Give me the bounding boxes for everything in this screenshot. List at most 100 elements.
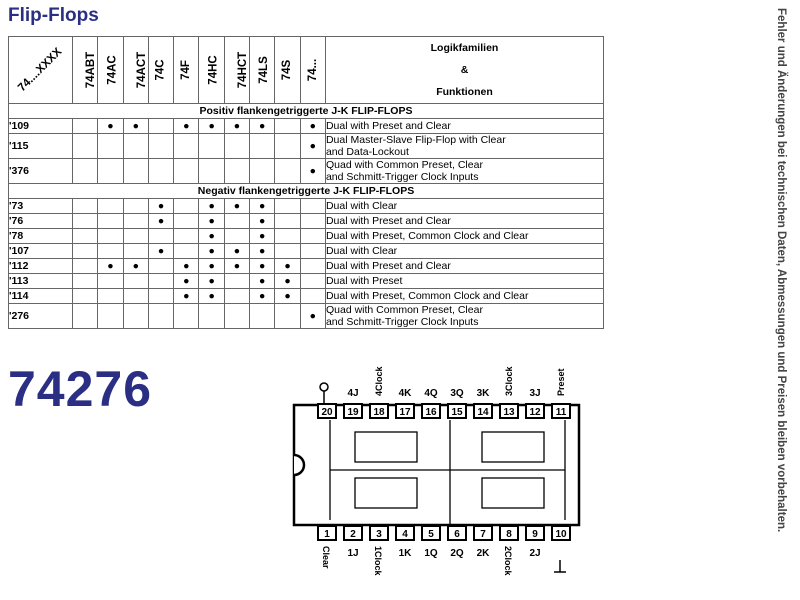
pin-label: 3K <box>477 388 491 399</box>
empty-cell <box>147 288 175 304</box>
family-header: 74C <box>147 36 175 104</box>
function-line: Dual with Preset and Clear <box>325 215 451 227</box>
availability-dot: ● <box>198 258 225 274</box>
function-cell: Dual with Clear <box>324 198 605 214</box>
availability-dot: ● <box>223 243 251 259</box>
empty-cell <box>173 158 200 184</box>
empty-cell <box>71 228 99 244</box>
side-note-text: Fehler und Änderungen bei technischen Da… <box>775 8 787 533</box>
side-note: Fehler und Änderungen bei technischen Da… <box>775 8 795 594</box>
empty-cell <box>97 303 124 329</box>
availability-dot: ● <box>223 118 251 134</box>
function-line: and Data-Lockout <box>325 146 409 158</box>
empty-cell <box>274 118 301 134</box>
empty-cell <box>147 158 175 184</box>
function-header-line: & <box>460 64 469 76</box>
empty-cell <box>122 303 149 329</box>
empty-cell <box>71 258 99 274</box>
empty-cell <box>249 303 276 329</box>
empty-cell <box>223 213 251 229</box>
empty-cell <box>97 243 124 259</box>
availability-dot: ● <box>299 158 326 184</box>
pin-label: Clear <box>321 546 331 569</box>
type-code: '76 <box>8 213 73 229</box>
function-line: Quad with Common Preset, Clear <box>325 304 483 316</box>
empty-cell <box>97 198 124 214</box>
bottom-pin: 92J <box>525 525 545 559</box>
empty-cell <box>71 133 99 159</box>
empty-cell <box>274 213 301 229</box>
empty-cell <box>223 273 251 289</box>
flip-flop-blocks <box>329 420 566 525</box>
empty-cell <box>71 213 99 229</box>
availability-dot: ● <box>173 273 200 289</box>
availability-dot: ● <box>97 258 124 274</box>
availability-dot: ● <box>147 213 175 229</box>
empty-cell <box>198 133 225 159</box>
availability-dot: ● <box>198 273 225 289</box>
pin-number: 8 <box>506 529 512 540</box>
bottom-pin: 21J <box>343 525 363 559</box>
pin-number: 1 <box>324 529 330 540</box>
pin-label: 2Q <box>450 548 464 559</box>
pin-number: 7 <box>480 529 486 540</box>
empty-cell <box>299 258 326 274</box>
pin-number: 2 <box>350 529 356 540</box>
availability-dot: ● <box>198 288 225 304</box>
section-row: Negativ flankengetriggerte J-K FLIP-FLOP… <box>8 183 604 199</box>
empty-cell <box>147 118 175 134</box>
availability-dot: ● <box>223 198 251 214</box>
bottom-pin: 41K <box>395 525 415 559</box>
pin-label: 2J <box>529 548 540 559</box>
function-cell: Dual with Preset, Common Clock and Clear <box>324 288 605 304</box>
empty-cell <box>71 243 99 259</box>
family-header: 74F <box>173 36 200 104</box>
empty-cell <box>147 273 175 289</box>
empty-cell <box>299 198 326 214</box>
function-cell: Dual with Preset and Clear <box>324 213 605 229</box>
availability-dot: ● <box>274 288 301 304</box>
function-line: Dual with Preset and Clear <box>325 120 451 132</box>
family-header: 74LS <box>249 36 276 104</box>
function-line: Dual with Preset, Common Clock and Clear <box>325 230 529 242</box>
pin-number: 16 <box>425 407 437 418</box>
family-label: 74... <box>306 58 319 82</box>
empty-cell <box>299 288 326 304</box>
availability-dot: ● <box>299 303 326 329</box>
corner-cell: 74....XXXX <box>8 36 73 104</box>
family-header: 74S <box>274 36 301 104</box>
pin-number: 11 <box>556 407 567 418</box>
empty-cell <box>122 213 149 229</box>
empty-cell <box>97 228 124 244</box>
part-number: 74276 <box>8 361 153 417</box>
pin-label: 4J <box>347 388 358 399</box>
empty-cell <box>122 288 149 304</box>
empty-cell <box>299 273 326 289</box>
function-header-line: Logikfamilien <box>430 42 499 54</box>
availability-dot: ● <box>147 243 175 259</box>
pin-number: 10 <box>555 529 567 540</box>
availability-dot: ● <box>198 243 225 259</box>
pin-label: 2Clock <box>503 546 513 577</box>
type-code: '107 <box>8 243 73 259</box>
availability-dot: ● <box>198 228 225 244</box>
availability-dot: ● <box>299 118 326 134</box>
availability-dot: ● <box>249 273 276 289</box>
empty-cell <box>223 288 251 304</box>
pin-number: 13 <box>503 407 515 418</box>
availability-dot: ● <box>249 118 276 134</box>
type-code: '78 <box>8 228 73 244</box>
table-row: '112●●●●●●●Dual with Preset and Clear <box>8 258 605 274</box>
function-line: and Schmitt-Trigger Clock Inputs <box>325 316 479 328</box>
pin-number: 5 <box>428 529 434 540</box>
empty-cell <box>122 243 149 259</box>
function-line: Dual with Clear <box>325 245 398 257</box>
